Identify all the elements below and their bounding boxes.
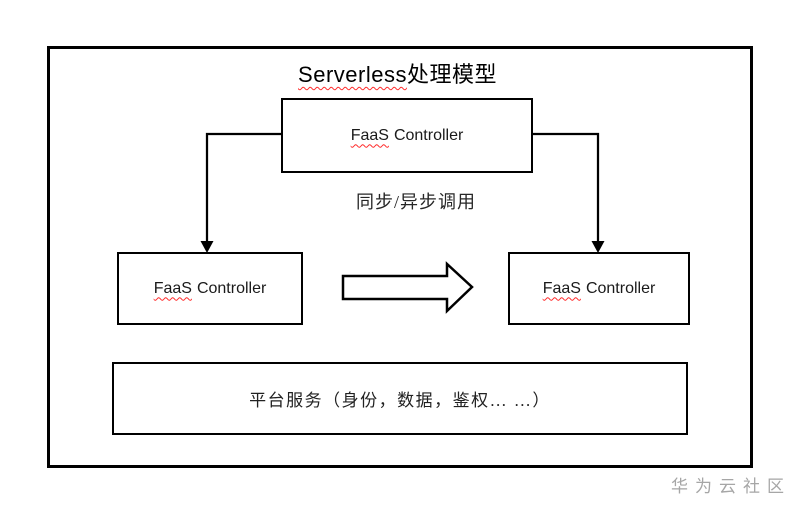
- faas-word: FaaS: [542, 279, 581, 297]
- controller-word: Controller: [393, 126, 464, 144]
- watermark-huaweicloud: 华为云社区: [671, 477, 791, 496]
- faas-word: FaaS: [153, 279, 192, 297]
- title-cjk-part: 处理模型: [406, 62, 497, 87]
- controller-word: Controller: [585, 279, 656, 297]
- title-latin-part: Serverless: [298, 62, 407, 87]
- platform-services-label: 平台服务（身份，数据，鉴权… …）: [249, 391, 551, 410]
- page-title: Serverless处理模型: [0, 57, 795, 89]
- call-mode-label: 同步/异步调用: [355, 192, 476, 212]
- platform-services-box: 平台服务（身份，数据，鉴权… …）: [112, 362, 688, 435]
- controller-word: Controller: [196, 279, 267, 297]
- faas-word: FaaS: [350, 126, 389, 144]
